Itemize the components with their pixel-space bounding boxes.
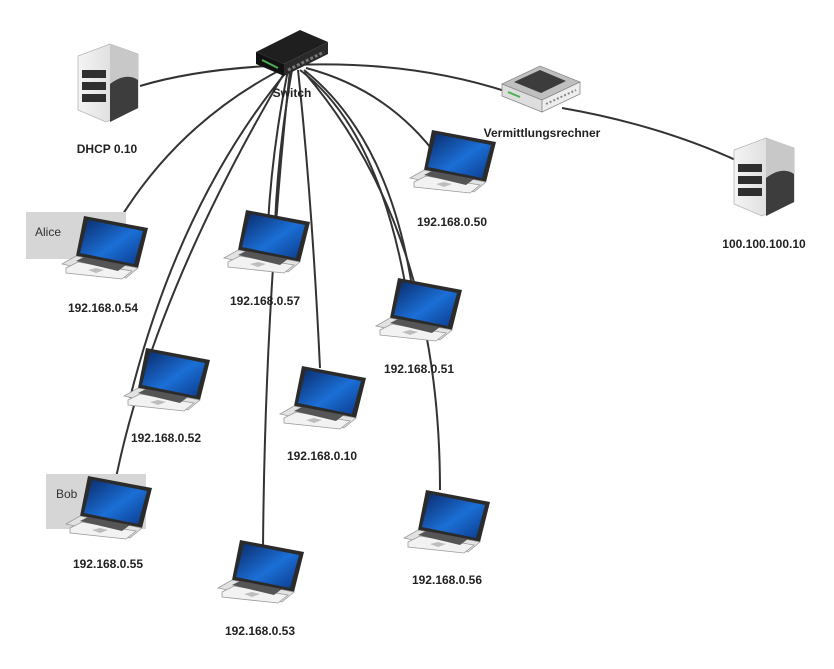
laptop-icon-57 (223, 209, 311, 274)
laptop-label-57: 192.168.0.57 (229, 294, 301, 308)
laptop-label-56: 192.168.0.56 (411, 573, 483, 587)
cable-50 (305, 67, 441, 161)
laptop-icon-10 (279, 365, 367, 430)
cable-54 (117, 65, 289, 223)
cable-52 (129, 69, 289, 399)
laptop-label-54: 192.168.0.54 (67, 301, 139, 315)
laptop-icon-56 (403, 489, 491, 554)
cable-router-remote (561, 107, 741, 163)
laptop-icon-52 (123, 347, 211, 412)
cable-51a (299, 69, 409, 301)
laptop-label-53: 192.168.0.53 (224, 624, 296, 638)
cable-51b (303, 69, 415, 301)
alice-tag: Alice (35, 225, 62, 239)
cable-10 (297, 69, 321, 369)
cable-router (291, 63, 509, 93)
cables (113, 63, 741, 549)
cable-56 (303, 71, 441, 491)
switch-label: Switch (272, 86, 312, 100)
bob-tag: Bob (56, 487, 78, 501)
dhcp-server-label: DHCP 0.10 (76, 142, 138, 156)
router-icon (501, 65, 581, 113)
laptop-label-50: 192.168.0.50 (416, 215, 488, 229)
laptop-label-51: 192.168.0.51 (383, 362, 455, 376)
laptop-label-52: 192.168.0.52 (130, 431, 202, 445)
switch-icon (256, 30, 328, 76)
router-label: Vermittlungsrechner (483, 126, 601, 140)
laptop-label-10: 192.168.0.10 (286, 449, 358, 463)
cable-57a (267, 69, 289, 225)
laptop-icon-53 (217, 539, 305, 604)
remote-server-label: 100.100.100.10 (722, 237, 806, 251)
remote-server-icon (733, 137, 795, 217)
cable-53 (262, 69, 291, 549)
dhcp-server-icon (77, 43, 139, 123)
laptop-label-55: 192.168.0.55 (72, 557, 144, 571)
laptop-icon-51 (375, 277, 463, 342)
cable-55 (113, 69, 287, 489)
